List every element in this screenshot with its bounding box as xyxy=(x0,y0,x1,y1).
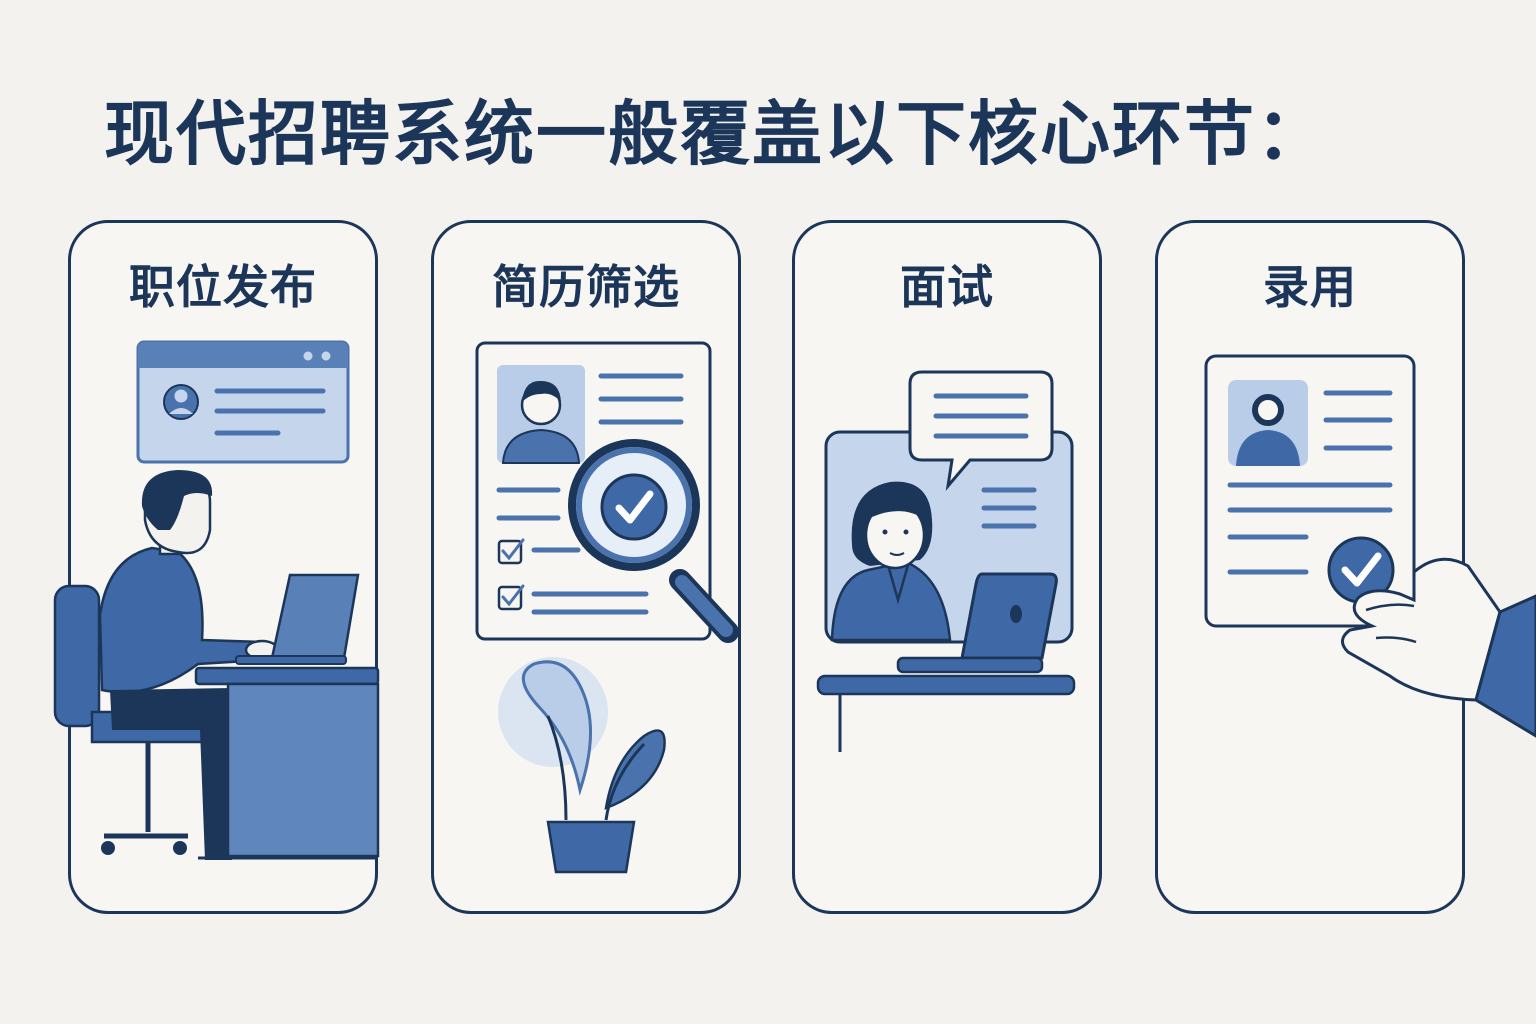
video-interview-icon xyxy=(816,370,1076,752)
speech-bubble-icon xyxy=(908,370,1054,492)
potted-plant-icon xyxy=(498,657,666,874)
step-label-resume-screening: 简历筛选 xyxy=(492,260,680,314)
step-label-job-posting: 职位发布 xyxy=(129,260,317,314)
step-label-hiring: 录用 xyxy=(1263,260,1357,314)
resume-magnifier-check-icon xyxy=(475,341,739,874)
job-post-window-icon xyxy=(136,340,350,464)
step-label-interview: 面试 xyxy=(900,260,994,314)
page-title: 现代招聘系统一般覆盖以下核心环节： xyxy=(104,93,1328,175)
person-at-laptop-icon xyxy=(53,340,380,860)
hand-holding-approved-resume-icon xyxy=(1204,354,1536,738)
